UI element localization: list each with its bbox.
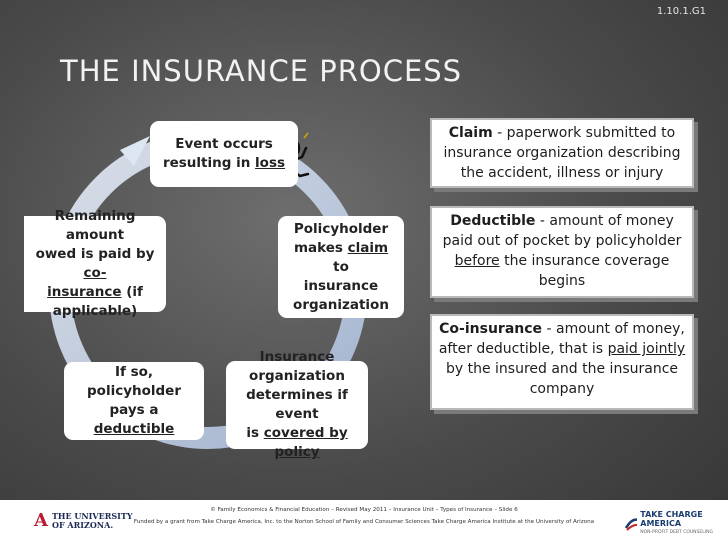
covered-term: covered by policy xyxy=(263,425,348,460)
deductible-line2-pre: pays a xyxy=(109,402,159,418)
definition-deductible-text-pre: - amount of money paid out of pocket by … xyxy=(442,213,682,249)
definition-claim-text: - paperwork submitted to insurance organ… xyxy=(443,125,681,181)
remaining-line2-pre: owed is paid by xyxy=(35,246,155,262)
remaining-line1: Remaining amount xyxy=(54,208,136,243)
determine-line2: organization xyxy=(249,368,345,384)
definition-deductible-text-post: the insurance coverage begins xyxy=(499,253,670,289)
claim-line4: organization xyxy=(293,296,389,313)
definition-deductible-term: Deductible xyxy=(450,213,536,229)
definition-deductible-before: before xyxy=(454,253,500,269)
claim-line3: insurance xyxy=(303,277,379,294)
slide-code: 1.10.1.G1 xyxy=(656,6,706,17)
slide-title: THE INSURANCE PROCESS xyxy=(60,54,463,88)
tca-sub: NON-PROFIT DEBT COUNSELING xyxy=(640,530,713,535)
cycle-step-event: Event occurs resulting in loss xyxy=(150,121,298,187)
cycle-arrowhead-top xyxy=(120,136,150,166)
footer-funding: Funded by a grant from Take Charge Ameri… xyxy=(133,519,595,525)
cycle-step-determine: Insurance organization determines if eve… xyxy=(226,349,368,460)
deductible-line1: If so, policyholder xyxy=(87,364,181,399)
determine-line1: Insurance xyxy=(259,349,335,365)
tca-swoosh-icon xyxy=(624,517,638,531)
definition-coinsurance-term: Co-insurance xyxy=(439,321,543,337)
coinsurance-term-a: co- xyxy=(83,265,107,281)
tca-name: TAKE CHARGE AMERICA xyxy=(640,510,703,528)
definition-claim-term: Claim xyxy=(448,125,493,141)
ua-logo-line2: OF ARIZONA. xyxy=(51,519,114,530)
determine-line3: determines if event xyxy=(246,387,348,422)
definition-coinsurance-paid-jointly: paid jointly xyxy=(607,341,686,357)
definition-coinsurance: Co-insurance - amount of money, after de… xyxy=(430,314,694,410)
claim-line1: Policyholder xyxy=(293,220,389,237)
definition-deductible: Deductible - amount of money paid out of… xyxy=(430,206,694,298)
coinsurance-term-b: insurance xyxy=(47,284,122,300)
definition-coinsurance-text-post: by the insured and the insurance company xyxy=(445,361,679,397)
take-charge-america-logo: TAKE CHARGE AMERICA NON-PROFIT DEBT COUN… xyxy=(624,510,728,537)
deductible-term: deductible xyxy=(93,421,175,437)
remaining-line4: applicable) xyxy=(52,303,138,319)
claim-line2-post: to xyxy=(333,258,349,275)
cycle-step-remaining: Remaining amount owed is paid by co- ins… xyxy=(24,208,166,319)
ua-logo-mark: A xyxy=(34,510,48,531)
definition-claim: Claim - paperwork submitted to insurance… xyxy=(430,118,694,188)
footer: A THE UNIVERSITY OF ARIZONA. © Family Ec… xyxy=(0,500,728,546)
event-line2-pre: resulting in xyxy=(162,155,256,171)
claim-line2-pre: makes xyxy=(293,239,348,256)
ua-logo-line1: THE UNIVERSITY xyxy=(51,510,133,521)
loss-term: loss xyxy=(255,155,286,171)
event-line1: Event occurs xyxy=(175,136,273,152)
remaining-line3-post: (if xyxy=(121,284,143,300)
determine-line4-pre: is xyxy=(246,425,264,441)
university-logo: A THE UNIVERSITY OF ARIZONA. xyxy=(34,510,133,531)
claim-term: claim xyxy=(347,239,389,256)
cycle-step-deductible: If so, policyholder pays a deductible xyxy=(64,362,204,440)
footer-copyright: © Family Economics & Financial Education… xyxy=(210,507,518,513)
definition-coinsurance-text-pre: - amount of money, after deductible, tha… xyxy=(438,321,685,357)
cycle-step-claim: Policyholder makes claim to insurance or… xyxy=(278,216,404,318)
